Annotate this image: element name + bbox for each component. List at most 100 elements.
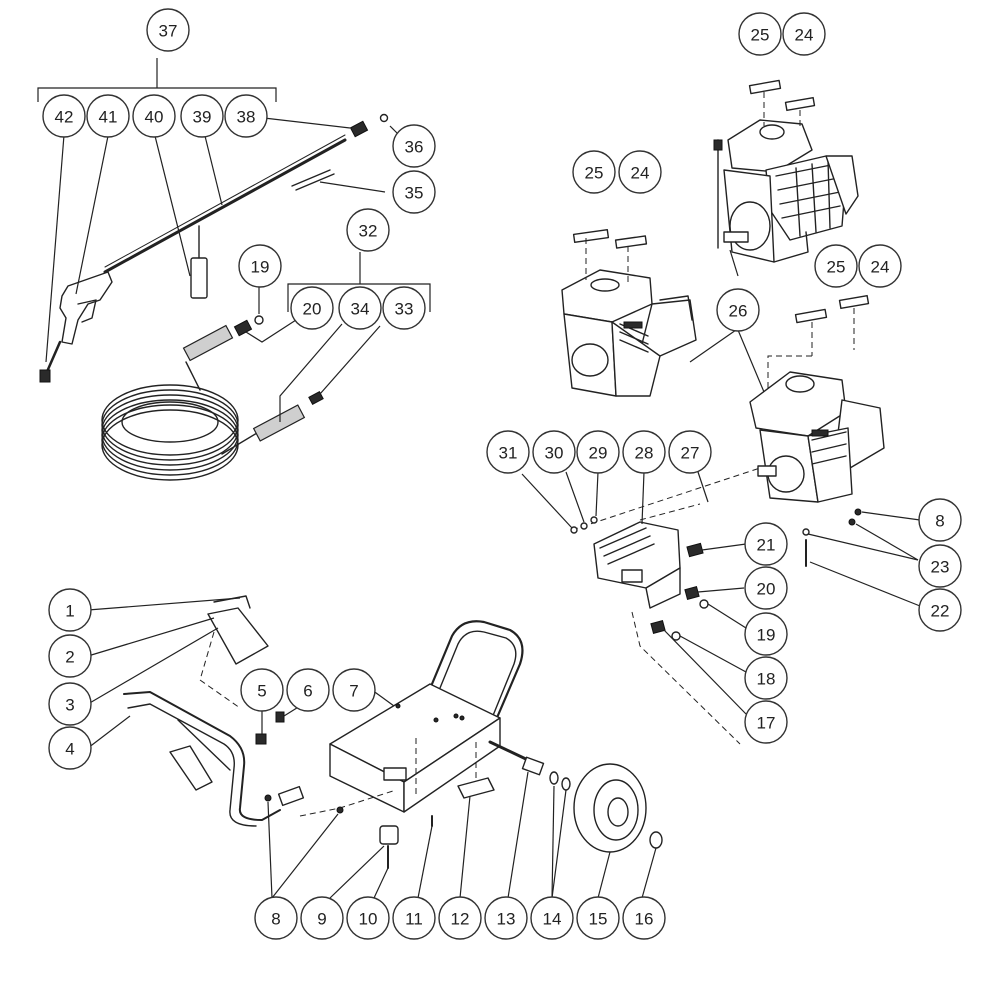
- callout-c27: 27: [668, 430, 712, 474]
- callout-c22: 22: [918, 588, 962, 632]
- callout-c24a: 24: [618, 150, 662, 194]
- callout-circle: [146, 8, 190, 52]
- callout-number: 30: [545, 444, 564, 463]
- callout-number: 8: [271, 910, 280, 929]
- callout-c9: 9: [300, 896, 344, 940]
- callout-circle: [918, 588, 962, 632]
- callout-number: 34: [351, 300, 370, 319]
- callout-c5: 5: [240, 668, 284, 712]
- engine-main: [689, 249, 921, 607]
- callout-c36: 36: [392, 124, 436, 168]
- callout-circle: [486, 430, 530, 474]
- callout-number: 27: [681, 444, 700, 463]
- callout-circle: [716, 288, 760, 332]
- callout-circle: [744, 656, 788, 700]
- callout-number: 39: [193, 108, 212, 127]
- quick-coupler: [349, 120, 369, 138]
- callout-circle: [48, 726, 92, 770]
- callout-circle: [576, 896, 620, 940]
- callout-circle: [858, 244, 902, 288]
- engine-variant-top: [713, 79, 859, 263]
- inlet-fitting-42: [39, 369, 51, 383]
- callout-circle: [622, 896, 666, 940]
- callout-c1: 1: [48, 588, 92, 632]
- callout-circle: [290, 286, 334, 330]
- callout-c42: 42: [42, 94, 86, 138]
- callout-number: 24: [871, 258, 890, 277]
- callout-c17: 17: [744, 700, 788, 744]
- callout-circle: [622, 430, 666, 474]
- callout-number: 4: [65, 740, 74, 759]
- callout-circle: [530, 896, 574, 940]
- callout-circle: [392, 170, 436, 214]
- callout-circle: [572, 150, 616, 194]
- callout-circle: [286, 668, 330, 712]
- spray-gun-assembly: [37, 58, 399, 383]
- callout-c10: 10: [346, 896, 390, 940]
- callout-circle: [744, 700, 788, 744]
- hose-fitting-20: [233, 319, 253, 337]
- callout-number: 19: [251, 258, 270, 277]
- callout-circle: [332, 668, 376, 712]
- callout-circle: [744, 522, 788, 566]
- callout-c38: 38: [224, 94, 268, 138]
- callout-circle: [254, 896, 298, 940]
- trigger-gun: [59, 271, 113, 345]
- wand-lance-inner: [104, 134, 346, 268]
- callout-c24c: 24: [858, 244, 902, 288]
- callout-number: 25: [585, 164, 604, 183]
- callout-circle: [48, 634, 92, 678]
- callout-number: 21: [757, 536, 776, 555]
- callout-circle: [300, 896, 344, 940]
- callout-circle: [238, 244, 282, 288]
- callout-c25b: 25: [738, 12, 782, 56]
- callout-number: 1: [65, 602, 74, 621]
- callout-circle: [782, 12, 826, 56]
- plate-2: [207, 607, 269, 665]
- callout-circle: [918, 498, 962, 542]
- callout-circle: [346, 208, 390, 252]
- engine-variant-left: [561, 228, 697, 397]
- callout-number: 10: [359, 910, 378, 929]
- handle-loop: [430, 620, 524, 722]
- callout-c19a: 19: [238, 244, 282, 288]
- callout-circle: [382, 286, 426, 330]
- callout-number: 25: [751, 26, 770, 45]
- callout-number: 20: [303, 300, 322, 319]
- callout-number: 42: [55, 108, 74, 127]
- o-ring-36: [379, 113, 389, 123]
- callout-c12: 12: [438, 896, 482, 940]
- callout-number: 6: [303, 682, 312, 701]
- callout-number: 24: [795, 26, 814, 45]
- callout-c25a: 25: [572, 150, 616, 194]
- callout-number: 32: [359, 222, 378, 241]
- callout-number: 41: [99, 108, 118, 127]
- callout-c30: 30: [532, 430, 576, 474]
- callout-circle: [618, 150, 662, 194]
- callout-c4: 4: [48, 726, 92, 770]
- callout-circle: [132, 94, 176, 138]
- callout-c23: 23: [918, 544, 962, 588]
- callout-number: 15: [589, 910, 608, 929]
- callout-c19b: 19: [744, 612, 788, 656]
- callout-circle: [240, 668, 284, 712]
- callout-number: 2: [65, 648, 74, 667]
- callout-c24b: 24: [782, 12, 826, 56]
- pump-assembly: [521, 467, 761, 745]
- callout-c8a: 8: [918, 498, 962, 542]
- callout-number: 12: [451, 910, 470, 929]
- callout-number: 33: [395, 300, 414, 319]
- callout-number: 22: [931, 602, 950, 621]
- callout-c8b: 8: [254, 896, 298, 940]
- callout-c32: 32: [346, 208, 390, 252]
- callout-c20a: 20: [290, 286, 334, 330]
- front-support: [123, 691, 281, 821]
- hose-assembly: [101, 252, 431, 481]
- callout-number: 25: [827, 258, 846, 277]
- callout-circle: [918, 544, 962, 588]
- isolator: [379, 825, 399, 845]
- callout-number: 20: [757, 580, 776, 599]
- callout-number: 17: [757, 714, 776, 733]
